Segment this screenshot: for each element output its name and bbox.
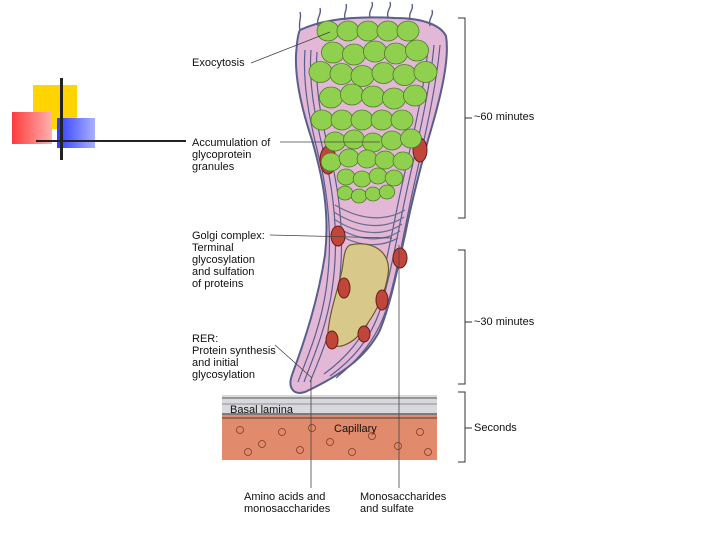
granule: [372, 63, 395, 84]
secretory-cell: [291, 2, 447, 393]
label-golgi-line-4: and sulfation: [192, 266, 265, 278]
granule: [363, 41, 386, 62]
granule: [357, 150, 377, 168]
timeline-brackets: [458, 18, 472, 462]
label-rer-line-2: Protein synthesis: [192, 345, 276, 357]
granule: [377, 21, 399, 41]
granule: [351, 189, 366, 203]
granule: [371, 110, 393, 130]
label-golgi-line-2: Terminal: [192, 242, 265, 254]
granule: [321, 42, 344, 63]
granule: [351, 66, 374, 87]
label-rer-line-1: RER:: [192, 333, 276, 345]
label-golgi: Golgi complex: Terminal glycosylation an…: [192, 230, 265, 290]
label-mono-line-1: Monosaccharides: [360, 491, 446, 503]
granule: [330, 64, 353, 85]
label-rer-line-4: glycosylation: [192, 369, 276, 381]
label-golgi-line-1: Golgi complex:: [192, 230, 265, 242]
granule: [391, 110, 413, 130]
granule: [405, 40, 428, 61]
granule: [379, 185, 394, 199]
label-mono-line-2: and sulfate: [360, 503, 446, 515]
label-exocytosis: Exocytosis: [192, 57, 245, 69]
granule: [342, 44, 365, 65]
granule: [397, 21, 419, 41]
granule: [340, 84, 363, 105]
label-amino-line-1: Amino acids and: [244, 491, 330, 503]
granule: [393, 65, 416, 86]
granule: [344, 130, 365, 149]
granule: [414, 62, 437, 83]
label-golgi-line-3: glycosylation: [192, 254, 265, 266]
granule: [382, 88, 405, 109]
granule: [321, 153, 341, 171]
granule: [363, 133, 384, 152]
granule: [351, 110, 373, 130]
label-golgi-line-5: of proteins: [192, 278, 265, 290]
granule: [309, 62, 332, 83]
label-monosaccharides: Monosaccharides and sulfate: [360, 491, 446, 515]
granule: [369, 168, 387, 184]
granule: [353, 171, 371, 187]
granule: [365, 187, 380, 201]
label-accumulation-line-3: granules: [192, 161, 270, 173]
granule: [361, 86, 384, 107]
granule: [403, 85, 426, 106]
granule: [317, 21, 339, 41]
label-accumulation-line-2: glycoprotein: [192, 149, 270, 161]
label-amino-acids: Amino acids and monosaccharides: [244, 491, 330, 515]
granule: [401, 129, 422, 148]
granule: [337, 186, 352, 200]
granule: [325, 132, 346, 151]
timeline-60-minutes: ~60 minutes: [474, 111, 534, 123]
granule: [337, 169, 355, 185]
granule: [384, 43, 407, 64]
label-accumulation-line-1: Accumulation of: [192, 137, 270, 149]
granule: [393, 152, 413, 170]
granule: [357, 21, 379, 41]
granule: [319, 87, 342, 108]
granule: [385, 170, 403, 186]
label-capillary: Capillary: [334, 423, 377, 435]
timeline-30-minutes: ~30 minutes: [474, 316, 534, 328]
label-basal-lamina: Basal lamina: [230, 404, 293, 416]
label-amino-line-2: monosaccharides: [244, 503, 330, 515]
label-accumulation: Accumulation of glycoprotein granules: [192, 137, 270, 173]
granule: [311, 110, 333, 130]
label-rer-line-3: and initial: [192, 357, 276, 369]
granule: [382, 131, 403, 150]
timeline-seconds: Seconds: [474, 422, 517, 434]
granule: [337, 21, 359, 41]
label-rer: RER: Protein synthesis and initial glyco…: [192, 333, 276, 381]
granule: [339, 149, 359, 167]
granule: [331, 110, 353, 130]
granule: [375, 151, 395, 169]
